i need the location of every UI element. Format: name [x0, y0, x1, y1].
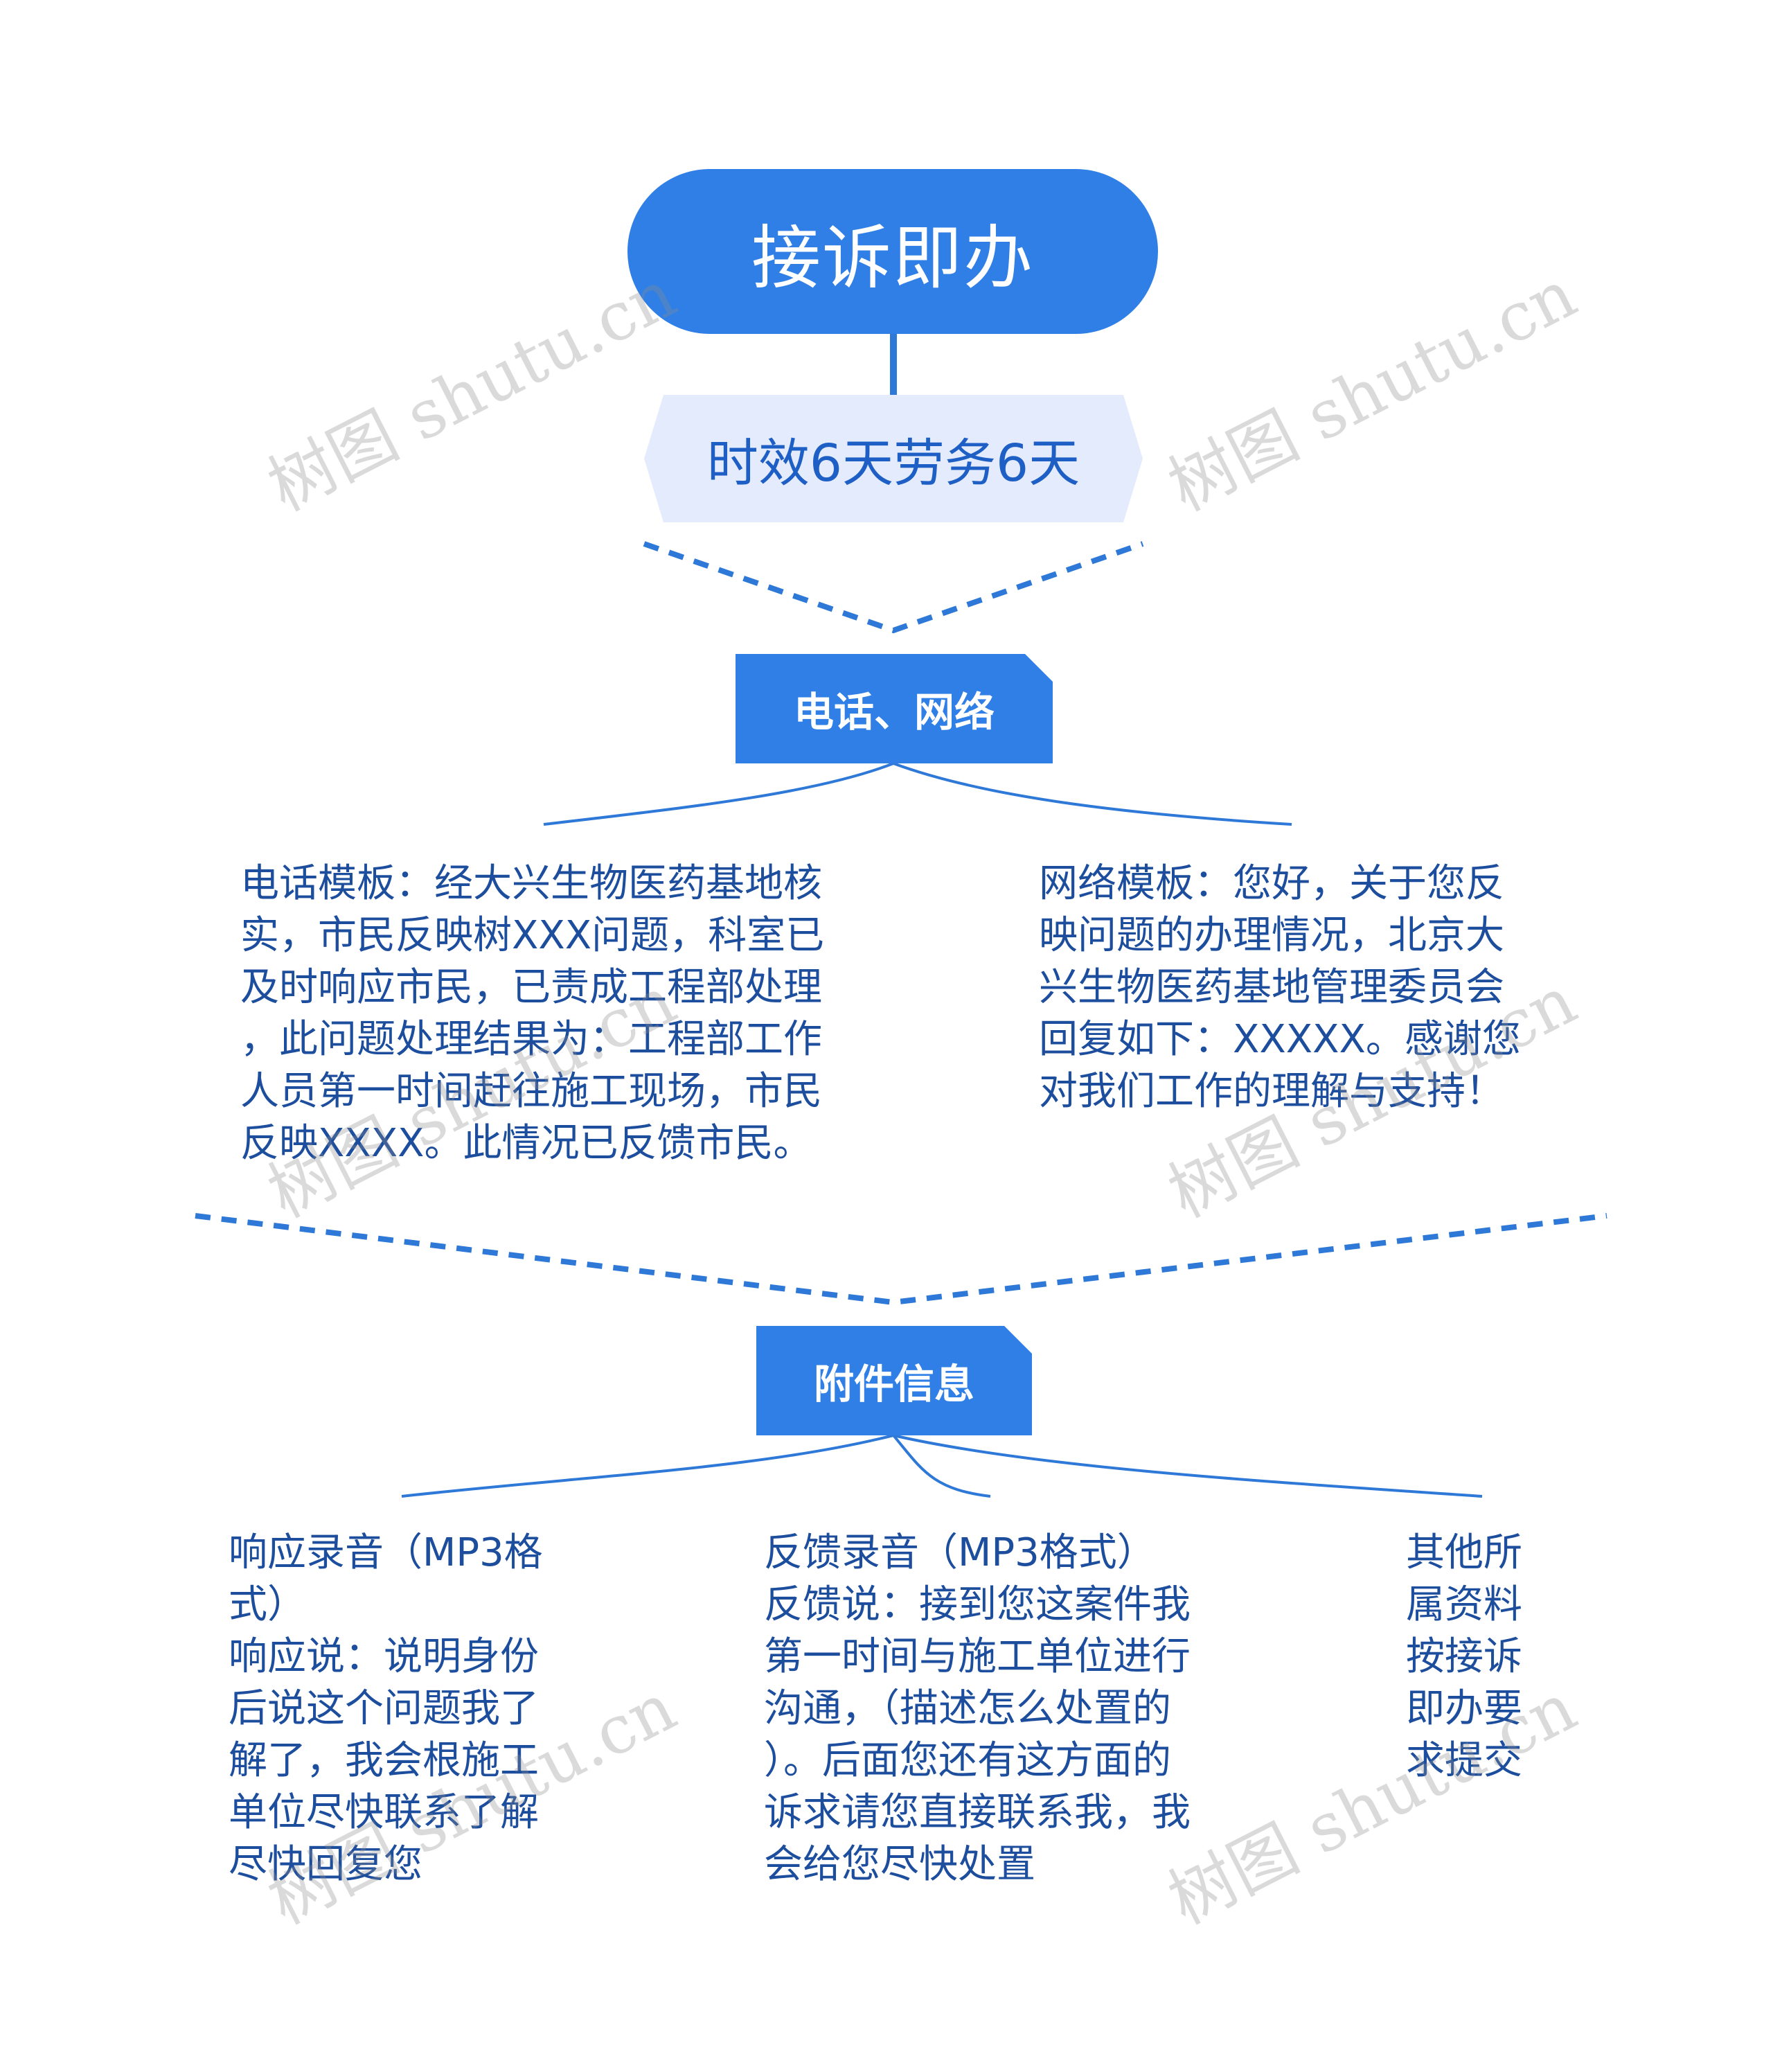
- category-label: 电话、网络: [793, 689, 995, 736]
- category-label: 附件信息: [813, 1361, 974, 1408]
- category-phone-network[interactable]: 电话、网络: [736, 654, 1053, 763]
- branch-line-feedback: [892, 1434, 991, 1498]
- subtitle-node[interactable]: 时效6天劳务6天: [644, 395, 1143, 522]
- branch-line-recording: [401, 1434, 894, 1498]
- other-materials-text: 其他所 属资料 按接诉 即办要 求提交: [1406, 1530, 1522, 1783]
- network-template-text: 网络模板：您好，关于您反 映问题的办理情况，北京大 兴生物医药基地管理委员会 回…: [1039, 861, 1521, 1114]
- response-recording-text: 响应录音（MP3格 式） 响应说：说明身份 后说这个问题我了 解了，我会根施工 …: [229, 1530, 543, 1887]
- category-box-shape: [756, 1326, 1032, 1435]
- subtitle-text: 时效6天劳务6天: [706, 433, 1080, 493]
- subtitle-hexagon: [644, 395, 1143, 522]
- phone-template-text: 电话模板：经大兴生物医药基地核 实，市民反映树XXX问题，科室已 及时响应市民，…: [240, 861, 825, 1166]
- branch-line-network: [893, 762, 1292, 826]
- branch-line-other: [893, 1434, 1483, 1498]
- dashed-connector-1: [643, 541, 1144, 634]
- dashed-connector-2: [195, 1213, 1607, 1306]
- category-attachments[interactable]: 附件信息: [756, 1326, 1032, 1435]
- branch-line-phone: [543, 762, 894, 826]
- category-box-shape: [736, 654, 1053, 763]
- root-node[interactable]: 接诉即办: [627, 169, 1158, 334]
- root-title: 接诉即办: [751, 217, 1034, 299]
- feedback-recording-text: 反馈录音（MP3格式） 反馈说：接到您这案件我 第一时间与施工单位进行 沟通，（…: [764, 1530, 1191, 1887]
